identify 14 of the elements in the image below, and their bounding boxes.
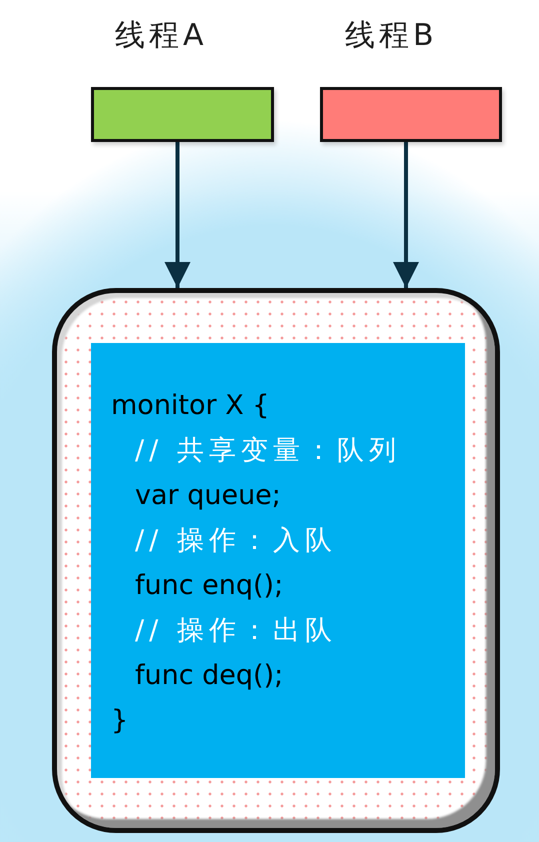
thread-label: 线程B (345, 17, 438, 55)
code-line: } (111, 704, 128, 738)
code-line: var queue; (135, 479, 281, 513)
arrow (164, 142, 190, 288)
code-panel (91, 343, 465, 778)
code-comment: // 操作：出队 (135, 614, 337, 648)
arrow (393, 142, 419, 288)
code-line: func enq(); (135, 569, 284, 603)
code-line: monitor X { (111, 389, 270, 423)
code-comment: // 操作：入队 (135, 524, 337, 558)
monitor-box (52, 288, 500, 833)
code-comment: // 共享变量：队列 (135, 434, 401, 468)
code-line: func deq(); (135, 659, 284, 693)
thread-label: 线程A (115, 17, 208, 55)
